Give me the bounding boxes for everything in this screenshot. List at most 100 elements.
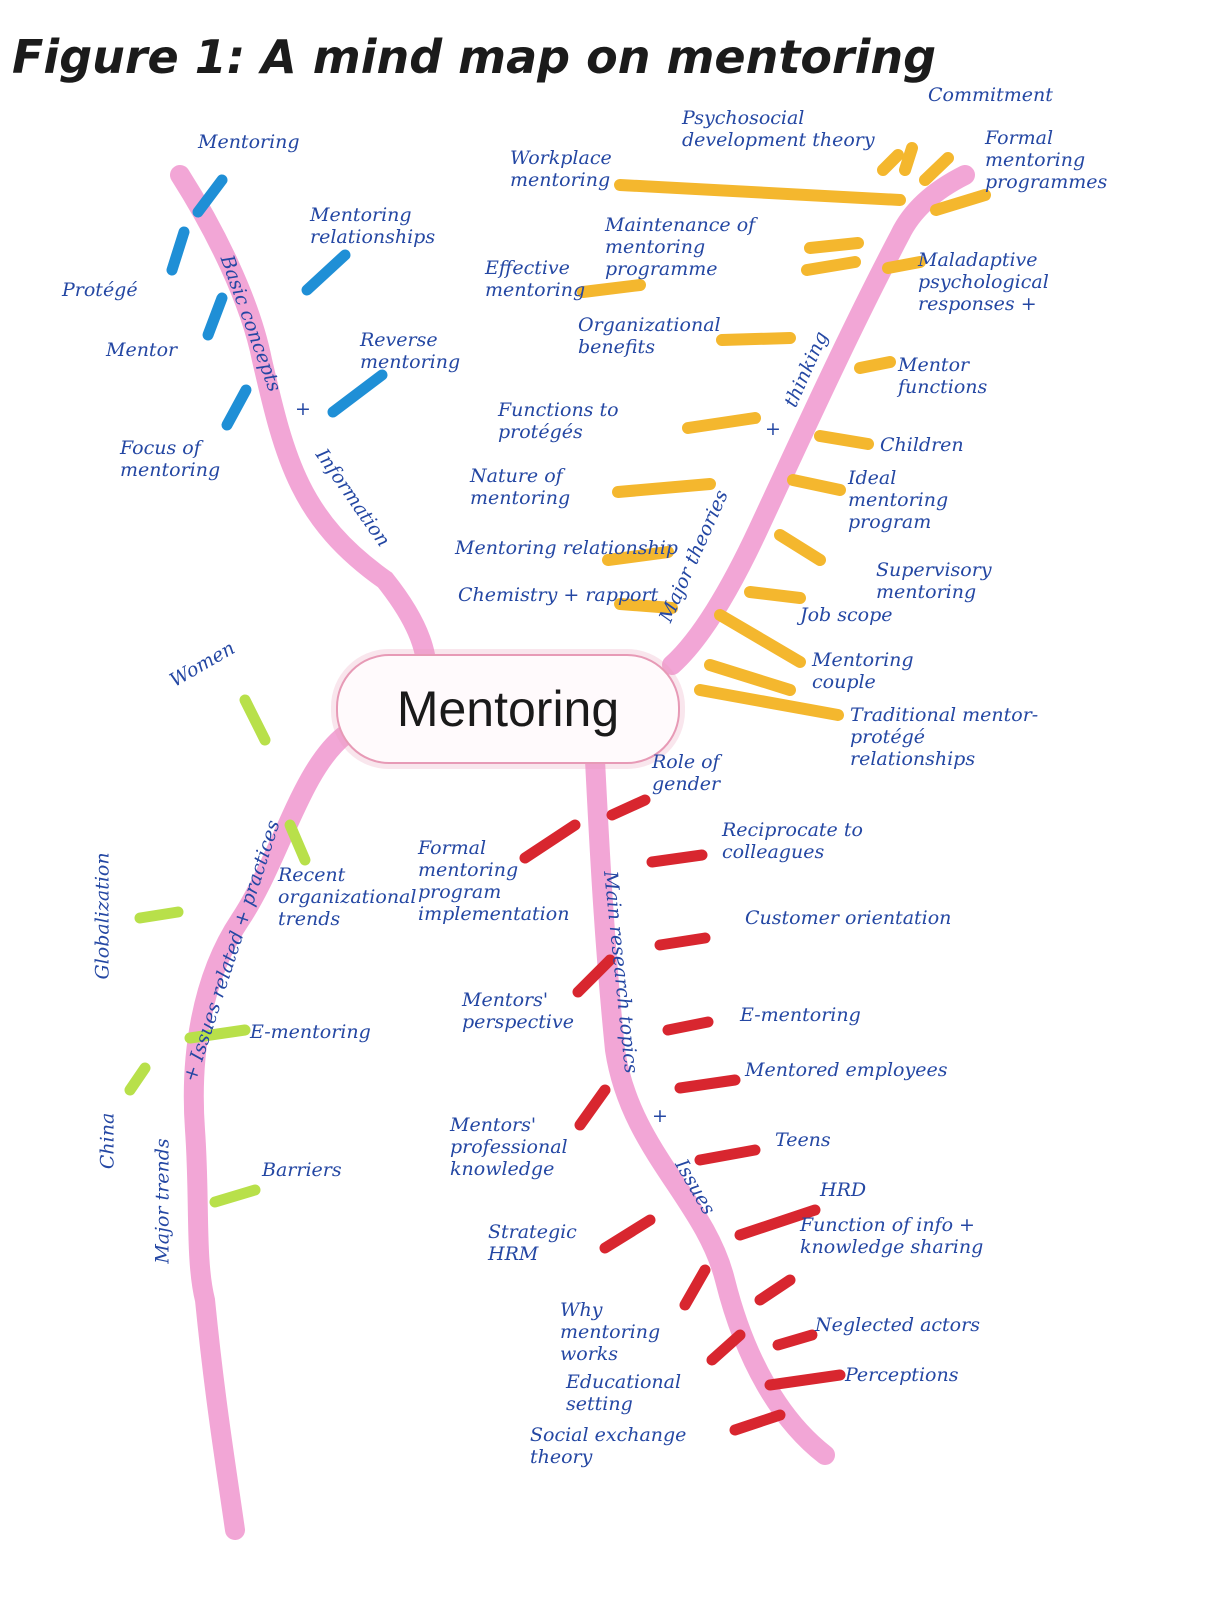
research-item-perceptions: Perceptions (845, 1364, 959, 1386)
stroke-trend-5 (124, 1062, 151, 1096)
stroke-basic-3 (301, 249, 351, 296)
stroke-basic-6 (221, 384, 252, 431)
trend-item-globalization: Globalization (91, 852, 114, 980)
stroke-research-16 (764, 1369, 846, 1391)
stroke-research-8 (574, 1084, 611, 1131)
branch-label-research-plus: + (652, 1105, 668, 1127)
theory-item-maladaptive: Maladaptive psychological responses + (918, 249, 1049, 315)
stroke-theory-8 (801, 256, 861, 276)
trend-item-recent-organizational-trends: Recent organizational trends (278, 864, 417, 930)
stroke-theory-19 (744, 586, 806, 604)
stroke-theory-15 (787, 474, 846, 496)
research-item-neglected-actors: Neglected actors (815, 1314, 980, 1336)
stroke-theory-4 (919, 152, 954, 186)
theory-item-traditional-relationships: Traditional mentor-protégé relationships (850, 704, 1039, 770)
stroke-theory-6 (804, 237, 864, 254)
theory-item-effective-mentoring: Effective mentoring (485, 257, 586, 301)
stroke-research-4 (654, 932, 711, 951)
stroke-theory-18 (614, 598, 678, 614)
stroke-research-5 (572, 954, 616, 998)
stroke-trend-4 (184, 1024, 251, 1044)
stroke-theory-13 (814, 430, 874, 450)
branch-label-trends-a: Major trends (151, 1138, 174, 1264)
theory-item-maintenance: Maintenance of mentoring programme (605, 214, 756, 280)
research-item-reciprocate-to-colleagues: Reciprocate to colleagues (722, 819, 863, 863)
research-item-formal-program-implementation: Formal mentoring program implementation (418, 837, 570, 925)
theory-item-mentoring-relationship: Mentoring relationship (455, 537, 678, 559)
theory-item-mentoring-couple: Mentoring couple (812, 649, 914, 693)
stroke-research-15 (772, 1329, 818, 1351)
theory-item-mentor-functions: Mentor functions (898, 354, 988, 398)
trunk-basic-concepts (170, 165, 435, 665)
stroke-theory-20 (714, 609, 806, 668)
theory-item-children: Children (880, 434, 964, 456)
research-item-mentored-employees: Mentored employees (745, 1059, 948, 1081)
theory-item-workplace-mentoring: Workplace mentoring (510, 147, 612, 191)
research-item-why-mentoring-works: Why mentoring works (560, 1299, 661, 1365)
stroke-research-9 (694, 1144, 761, 1166)
research-item-role-of-gender: Role of gender (652, 751, 721, 795)
theory-item-psychosocial: Psychosocial development theory (682, 107, 875, 151)
theory-item-functions-to-proteges: Functions to protégés (498, 399, 619, 443)
stroke-theory-9 (882, 256, 926, 274)
research-item-strategic-hrm: Strategic HRM (488, 1221, 577, 1265)
trunk-main-research (585, 750, 835, 1465)
stroke-theory-17 (774, 529, 826, 566)
stroke-research-3 (646, 849, 708, 868)
basic-item-mentoring-relationships: Mentoring relationships (310, 204, 436, 248)
trunk-major-theories (662, 165, 975, 675)
trend-item-e-mentoring: E-mentoring (250, 1021, 371, 1043)
stroke-theory-10 (716, 332, 796, 346)
theory-item-ideal-mentoring-program: Ideal mentoring program (848, 467, 949, 533)
branch-label-theories-plus: + (765, 418, 781, 440)
stroke-theory-14 (612, 478, 716, 498)
stroke-theory-22 (694, 684, 844, 721)
basic-item-reverse-mentoring: Reverse mentoring (360, 329, 461, 373)
research-item-mentors-professional-knowledge: Mentors' professional knowledge (450, 1114, 568, 1180)
research-item-customer-orientation: Customer orientation (745, 907, 952, 929)
basic-item-mentor: Mentor (106, 339, 178, 361)
stroke-theory-12 (682, 412, 761, 434)
stroke-basic-1 (192, 174, 228, 218)
stroke-theory-5 (930, 189, 991, 216)
stroke-theory-2 (877, 149, 904, 176)
stroke-trend-3 (134, 906, 184, 924)
stroke-theory-7 (577, 279, 646, 298)
stroke-theory-21 (704, 659, 796, 696)
theory-item-nature-of-mentoring: Nature of mentoring (470, 465, 571, 509)
stroke-research-11 (734, 1204, 821, 1241)
stroke-basic-4 (202, 292, 228, 341)
stroke-research-10 (599, 1214, 656, 1254)
theory-item-supervisory-mentoring: Supervisory mentoring (876, 559, 992, 603)
research-item-teens: Teens (775, 1129, 831, 1151)
trend-item-china: China (96, 1112, 119, 1170)
stroke-research-13 (754, 1274, 796, 1306)
stroke-research-12 (679, 1264, 711, 1311)
theory-item-commitment: Commitment (928, 84, 1053, 106)
stroke-theory-16 (602, 546, 674, 566)
basic-item-mentoring: Mentoring (198, 131, 300, 153)
stroke-basic-2 (166, 226, 190, 276)
center-node-mentoring: Mentoring (336, 654, 680, 764)
stroke-theory-3 (899, 142, 918, 176)
theory-item-job-scope: Job scope (800, 604, 893, 626)
research-item-educational-setting: Educational setting (566, 1371, 682, 1415)
basic-item-focus-of-mentoring: Focus of mentoring (120, 437, 221, 481)
research-item-function-of-info-sharing: Function of info + knowledge sharing (800, 1214, 984, 1258)
stroke-research-1 (606, 794, 651, 821)
basic-item-protege: Protégé (62, 279, 138, 301)
figure-title: Figure 1: A mind map on mentoring (12, 30, 937, 84)
stroke-research-14 (706, 1329, 746, 1366)
stroke-research-6 (662, 1016, 714, 1036)
research-item-hrd: HRD (820, 1179, 867, 1201)
research-item-social-exchange-theory: Social exchange theory (530, 1424, 687, 1468)
stroke-trend-6 (209, 1184, 261, 1208)
stroke-research-17 (729, 1409, 786, 1436)
stroke-theory-1 (614, 179, 906, 206)
stroke-research-2 (519, 819, 581, 864)
trend-item-barriers: Barriers (262, 1159, 342, 1181)
branch-label-basic-plus: + (295, 398, 311, 420)
stroke-trend-1 (239, 694, 271, 746)
